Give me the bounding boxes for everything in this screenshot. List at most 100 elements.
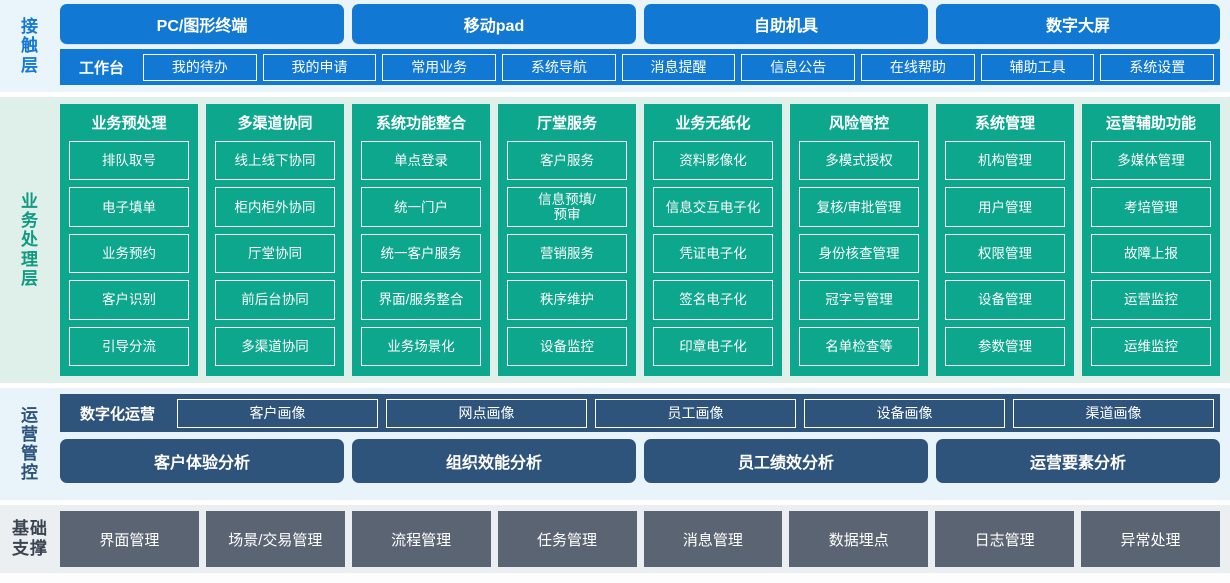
layer-foundation-label-line: 支撑 [12, 539, 48, 558]
analysis-organization-efficiency[interactable]: 组织效能分析 [352, 439, 636, 483]
layer-business-label: 业 务 处 理 层 [0, 104, 60, 376]
menu-item-tools[interactable]: 辅助工具 [980, 53, 1095, 81]
business-item[interactable]: 参数管理 [945, 326, 1065, 367]
business-item[interactable]: 信息预填/ 预审 [507, 187, 627, 227]
layer-contact-label-char: 层 [21, 55, 39, 75]
layer-contact-label: 接 触 层 [0, 4, 60, 88]
foundation-item-process-management[interactable]: 流程管理 [351, 511, 491, 567]
workbench-label: 工作台 [79, 59, 125, 77]
business-item[interactable]: 业务预约 [69, 233, 189, 274]
column-items: 单点登录 统一门户 统一客户服务 界面/服务整合 业务场景化 [361, 141, 481, 367]
business-item[interactable]: 业务场景化 [361, 326, 481, 367]
business-item[interactable]: 资料影像化 [653, 141, 773, 181]
business-item[interactable]: 用户管理 [945, 187, 1065, 227]
business-item[interactable]: 复核/审批管理 [799, 187, 919, 227]
menu-item-settings[interactable]: 系统设置 [1100, 53, 1215, 81]
business-item[interactable]: 客户识别 [69, 280, 189, 320]
business-item[interactable]: 名单检查等 [799, 326, 919, 367]
column-items: 多媒体管理 考培管理 故障上报 运营监控 运维监控 [1091, 141, 1211, 367]
business-item[interactable]: 统一门户 [361, 187, 481, 227]
portrait-channel[interactable]: 渠道画像 [1013, 398, 1215, 428]
foundation-item-row: 界面管理 场景/交易管理 流程管理 任务管理 消息管理 数据埋点 日志管理 异常… [60, 511, 1220, 567]
business-item[interactable]: 故障上报 [1091, 233, 1211, 274]
business-item[interactable]: 身份核查管理 [799, 233, 919, 274]
business-item[interactable]: 线上线下协同 [215, 141, 335, 181]
business-item[interactable]: 单点登录 [361, 141, 481, 181]
menu-item-message-alert[interactable]: 消息提醒 [621, 53, 736, 81]
portrait-employee[interactable]: 员工画像 [595, 398, 797, 428]
business-item[interactable]: 设备管理 [945, 280, 1065, 320]
workbench-menu-bar: 工作台 我的待办 我的申请 常用业务 系统导航 消息提醒 信息公告 在线帮助 辅… [60, 49, 1220, 85]
business-item[interactable]: 前后台协同 [215, 280, 335, 320]
menu-item-common-business[interactable]: 常用业务 [382, 53, 497, 81]
business-item[interactable]: 多渠道协同 [215, 326, 335, 367]
channel-button-bigscreen[interactable]: 数字大屏 [936, 4, 1220, 44]
column-title: 系统功能整合 [375, 115, 466, 132]
layer-contact: 接 触 层 PC/图形终端 移动pad 自助机具 数字大屏 工作台 我的待办 我… [0, 0, 1230, 92]
layer-operations-label-char: 控 [21, 463, 39, 483]
column-items: 资料影像化 信息交互电子化 凭证电子化 签名电子化 印章电子化 [653, 141, 773, 367]
analysis-customer-experience[interactable]: 客户体验分析 [60, 439, 344, 483]
column-items: 线上线下协同 柜内柜外协同 厅堂协同 前后台协同 多渠道协同 [215, 141, 335, 367]
menu-item-announcement[interactable]: 信息公告 [741, 53, 856, 81]
business-item[interactable]: 多媒体管理 [1091, 141, 1211, 181]
business-item[interactable]: 运营监控 [1091, 280, 1211, 320]
menu-item-system-nav[interactable]: 系统导航 [502, 53, 616, 81]
menu-item-online-help[interactable]: 在线帮助 [861, 53, 975, 81]
business-item[interactable]: 印章电子化 [653, 326, 773, 367]
business-item[interactable]: 机构管理 [945, 141, 1065, 181]
portrait-branch[interactable]: 网点画像 [386, 398, 588, 428]
foundation-item-ui-management[interactable]: 界面管理 [60, 511, 199, 567]
business-item[interactable]: 营销服务 [507, 233, 627, 274]
portrait-device[interactable]: 设备画像 [804, 398, 1006, 428]
business-item[interactable]: 凭证电子化 [653, 233, 773, 274]
channel-button-pad[interactable]: 移动pad [352, 4, 636, 44]
channel-button-pc[interactable]: PC/图形终端 [60, 4, 344, 44]
business-item[interactable]: 电子填单 [69, 187, 189, 227]
business-item[interactable]: 冠字号管理 [799, 280, 919, 320]
business-item[interactable]: 设备监控 [507, 326, 627, 367]
layer-operations-label-char: 运 [21, 405, 39, 425]
business-item[interactable]: 界面/服务整合 [361, 280, 481, 320]
foundation-item-message-management[interactable]: 消息管理 [643, 511, 783, 567]
business-item[interactable]: 引导分流 [69, 326, 189, 367]
layer-operations-label-char: 管 [21, 444, 39, 463]
business-item[interactable]: 权限管理 [945, 233, 1065, 274]
layer-business: 业 务 处 理 层 业务预处理 排队取号 电子填单 业务预约 客户识别 引导分流 [0, 97, 1230, 383]
business-item[interactable]: 统一客户服务 [361, 233, 481, 274]
layer-business-label-char: 务 [21, 211, 39, 231]
foundation-item-log-management[interactable]: 日志管理 [935, 511, 1075, 567]
business-item[interactable]: 考培管理 [1091, 187, 1211, 227]
column-items: 客户服务 信息预填/ 预审 营销服务 秩序维护 设备监控 [507, 141, 627, 367]
column-title: 风险管控 [828, 115, 889, 132]
menu-item-my-todo[interactable]: 我的待办 [143, 53, 257, 81]
channel-button-kiosk[interactable]: 自助机具 [644, 4, 928, 44]
analysis-employee-performance[interactable]: 员工绩效分析 [644, 439, 928, 483]
foundation-item-scenario-transaction[interactable]: 场景/交易管理 [205, 511, 345, 567]
business-item[interactable]: 柜内柜外协同 [215, 187, 335, 227]
business-item[interactable]: 签名电子化 [653, 280, 773, 320]
business-item[interactable]: 厅堂协同 [215, 233, 335, 274]
column-title: 业务无纸化 [675, 115, 751, 132]
business-item[interactable]: 信息交互电子化 [653, 187, 773, 227]
business-item[interactable]: 多模式授权 [799, 141, 919, 181]
column-title: 厅堂服务 [536, 115, 597, 132]
business-item[interactable]: 秩序维护 [507, 280, 627, 320]
digital-operations-label: 数字化运营 [80, 405, 156, 423]
business-column-lobby-service: 厅堂服务 客户服务 信息预填/ 预审 营销服务 秩序维护 设备监控 [498, 104, 636, 376]
foundation-item-task-management[interactable]: 任务管理 [497, 511, 637, 567]
analysis-row: 客户体验分析 组织效能分析 员工绩效分析 运营要素分析 [60, 439, 1220, 483]
layer-business-label-char: 层 [21, 268, 39, 288]
business-item[interactable]: 客户服务 [507, 141, 627, 181]
portrait-customer[interactable]: 客户画像 [177, 398, 379, 428]
layer-business-label-char: 处 [21, 230, 39, 250]
analysis-operation-factors[interactable]: 运营要素分析 [936, 439, 1220, 483]
menu-item-my-application[interactable]: 我的申请 [262, 53, 377, 81]
layer-operations-body: 数字化运营 客户画像 网点画像 员工画像 设备画像 渠道画像 客户体验分析 组织… [60, 394, 1220, 494]
foundation-item-data-tracking[interactable]: 数据埋点 [789, 511, 929, 567]
foundation-item-exception-handling[interactable]: 异常处理 [1081, 511, 1220, 567]
business-item[interactable]: 排队取号 [69, 141, 189, 181]
business-item[interactable]: 运维监控 [1091, 326, 1211, 367]
layer-divider [0, 92, 1230, 97]
